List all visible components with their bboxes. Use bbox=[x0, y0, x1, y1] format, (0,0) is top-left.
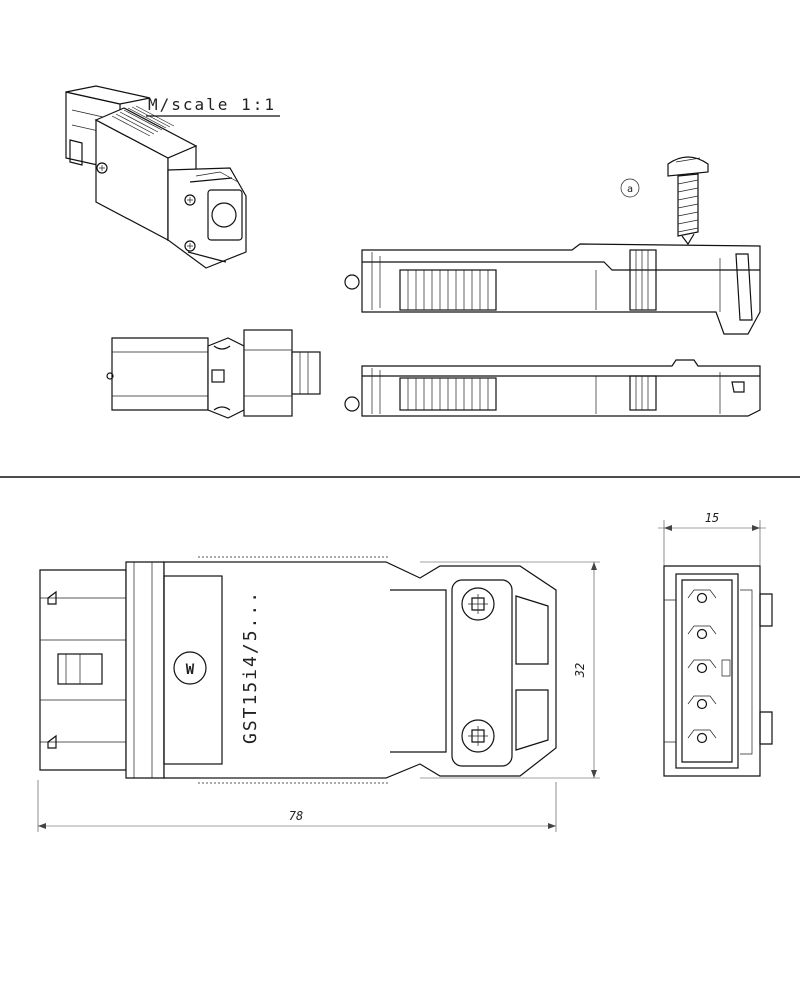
main-top-view: W GST15i4/5... bbox=[39, 556, 557, 784]
dimension-width-value: 15 bbox=[705, 511, 719, 525]
manufacturer-logo: W bbox=[173, 651, 207, 685]
dimension-width: 15 bbox=[658, 511, 766, 566]
dimension-length: 78 bbox=[37, 780, 557, 832]
screw-detail: a bbox=[620, 156, 709, 246]
callout-label: a bbox=[627, 184, 633, 195]
side-view-lower bbox=[344, 359, 761, 417]
part-marking: GST15i4/5... bbox=[240, 590, 261, 744]
dimension-height-value: 32 bbox=[573, 663, 587, 678]
dimension-length-value: 78 bbox=[289, 809, 303, 823]
end-view bbox=[663, 565, 773, 777]
logo-letter: W bbox=[186, 662, 195, 678]
side-view-upper bbox=[344, 243, 761, 335]
dimension-height: 32 bbox=[420, 561, 600, 779]
callout-circle bbox=[620, 178, 640, 198]
scale-label: M/scale 1:1 bbox=[148, 95, 276, 114]
front-view-small bbox=[106, 329, 321, 419]
pin-contacts bbox=[687, 589, 731, 744]
isometric-view bbox=[65, 85, 247, 269]
